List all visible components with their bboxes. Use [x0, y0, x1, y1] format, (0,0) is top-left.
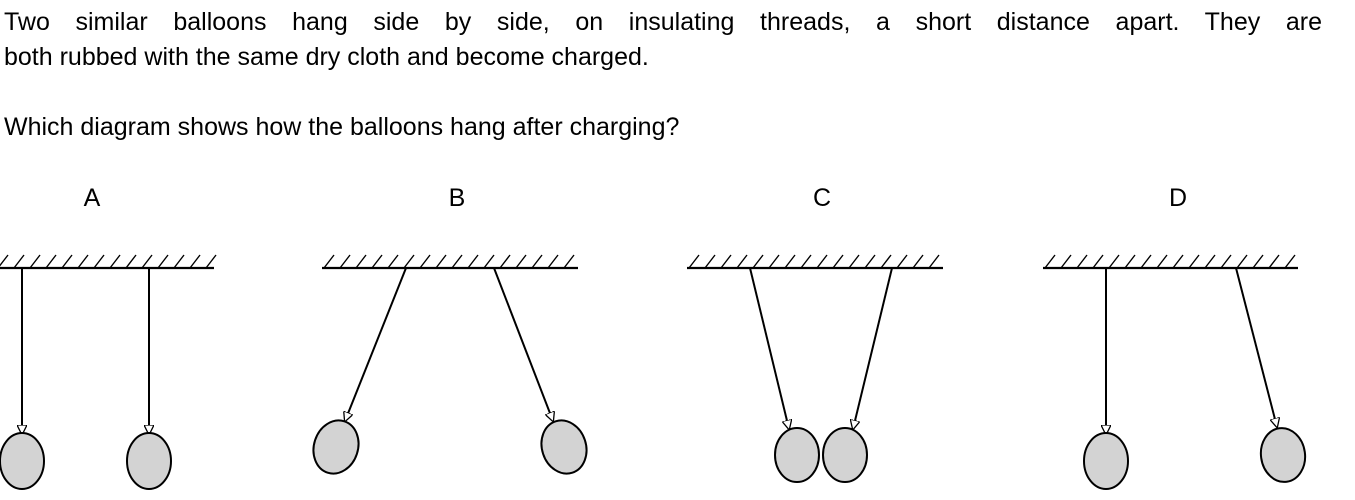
option-d-thread-right: [1235, 267, 1277, 427]
question-text: Two similar balloons hang side by side, …: [4, 5, 1322, 75]
option-d[interactable]: D: [1043, 184, 1309, 490]
option-c-ceiling: [687, 254, 943, 270]
option-d-balloon-left: [1083, 432, 1129, 490]
option-b-thread-right: [493, 267, 553, 421]
option-b-ceiling: [322, 254, 578, 270]
option-a-ceiling: [0, 254, 217, 270]
option-a-balloon-left: [0, 432, 45, 490]
option-b-balloon-right: [540, 419, 588, 475]
option-b-thread-left: [345, 267, 407, 421]
question-prompt: Which diagram shows how the balloons han…: [4, 113, 680, 141]
option-b-label: B: [449, 184, 466, 212]
option-b[interactable]: B: [307, 184, 594, 479]
option-a[interactable]: A: [0, 184, 217, 490]
option-d-label: D: [1169, 184, 1187, 212]
option-a-balloon-right: [126, 432, 172, 490]
option-c[interactable]: C: [687, 184, 943, 483]
option-c-label: C: [813, 184, 831, 212]
question-line-2: both rubbed with the same dry cloth and …: [4, 43, 649, 71]
option-c-balloon-left: [774, 427, 820, 483]
option-c-thread-right: [853, 267, 893, 429]
option-c-thread-left: [749, 267, 789, 429]
question-line-1: Two similar balloons hang side by side, …: [4, 8, 1322, 36]
option-b-balloon-left: [312, 419, 360, 475]
option-c-balloon-right: [822, 427, 868, 483]
option-d-ceiling: [1043, 254, 1298, 270]
option-a-label: A: [84, 184, 101, 212]
option-d-balloon-right: [1259, 427, 1307, 483]
